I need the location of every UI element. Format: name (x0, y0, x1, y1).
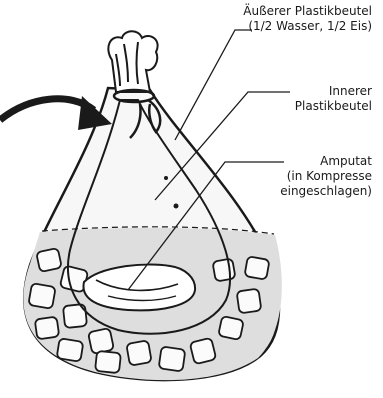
outer-bag-label: Äußerer Plastikbeutel (1/2 Wasser, 1/2 E… (162, 4, 372, 34)
amputat-label-line2: (in Kompresse (240, 169, 372, 184)
outer-bag-label-line1: Äußerer Plastikbeutel (162, 4, 372, 19)
marker-dot (174, 204, 179, 209)
ice-cube (126, 340, 151, 365)
inner-bag-label-line1: Innerer (240, 84, 372, 99)
amputat-label-line3: eingeschlagen) (240, 184, 372, 199)
ice-cube (57, 338, 84, 362)
ice-cube (28, 283, 55, 309)
ice-cube (63, 304, 87, 328)
ice-cube (95, 351, 121, 373)
ice-cube (237, 289, 262, 314)
ice-cube (88, 328, 114, 354)
curved-arrow (0, 96, 112, 130)
ice-cube (244, 256, 269, 280)
ice-cube (190, 338, 217, 365)
amputat-label-line1: Amputat (240, 154, 372, 169)
bag-neck (108, 31, 157, 92)
ice-cube (36, 248, 62, 272)
inner-bag-label: Innerer Plastikbeutel (240, 84, 372, 114)
amputat-compress (83, 265, 195, 311)
ice-cube (35, 317, 60, 340)
ice-cube (218, 316, 244, 340)
outer-bag-label-line2: (1/2 Wasser, 1/2 Eis) (162, 19, 372, 34)
ice-cube (159, 346, 186, 371)
ice-cube (212, 258, 235, 281)
marker-dot (164, 176, 168, 180)
inner-bag-label-line2: Plastikbeutel (240, 99, 372, 114)
amputat-label: Amputat (in Kompresse eingeschlagen) (240, 154, 372, 199)
